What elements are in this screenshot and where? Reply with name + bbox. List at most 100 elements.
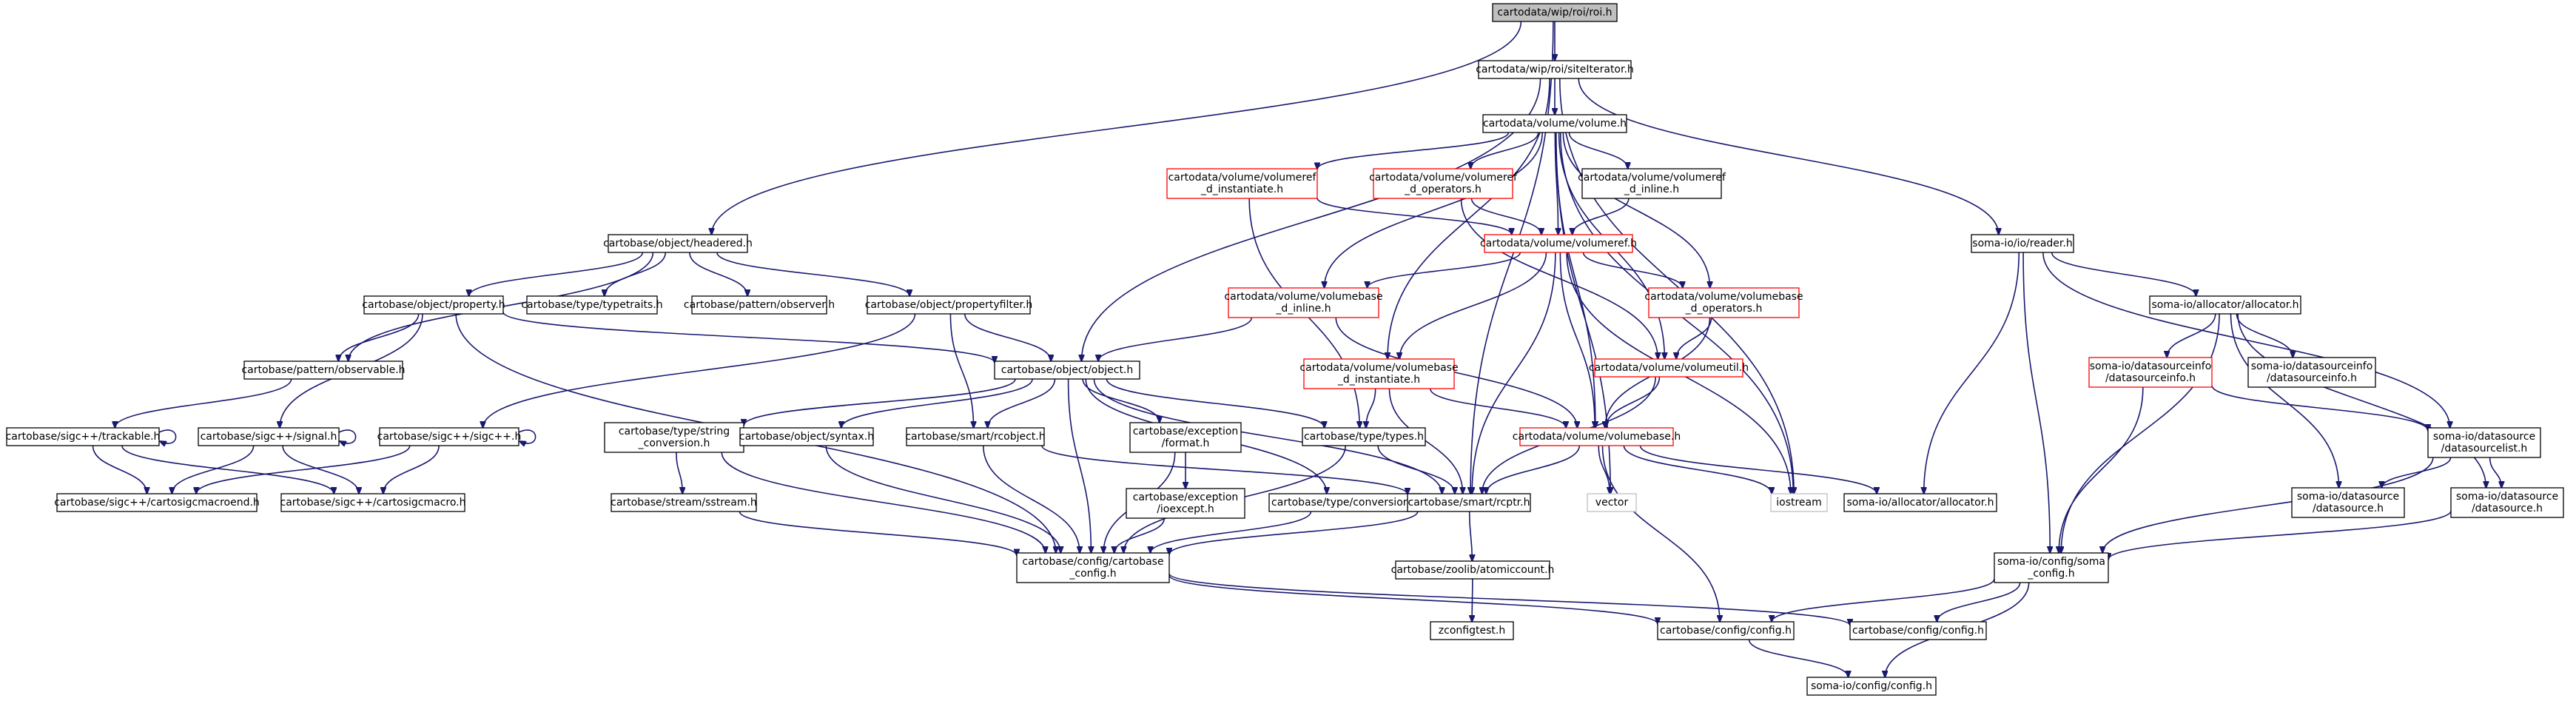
node-reader[interactable]: soma-io/io/reader.h: [1971, 234, 2074, 253]
node-box-zconfigtest[interactable]: [1430, 621, 1514, 640]
node-vref_inst[interactable]: cartodata/volume/volumeref_d_instantiate…: [1166, 168, 1318, 199]
node-vref_inline[interactable]: cartodata/volume/volumeref_d_inline.h: [1578, 168, 1726, 199]
node-box-object[interactable]: [994, 360, 1140, 380]
node-vbase_ops[interactable]: cartodata/volume/volumebase_d_operators.…: [1644, 287, 1803, 318]
node-box-observable[interactable]: [243, 360, 403, 380]
node-box-dslist[interactable]: [2427, 427, 2541, 458]
node-iostream[interactable]: iostream: [1770, 493, 1828, 512]
node-dslist[interactable]: soma-io/datasource/datasourcelist.h: [2427, 427, 2541, 458]
node-box-iostream[interactable]: [1770, 493, 1828, 512]
node-rcobject[interactable]: cartobase/smart/rcobject.h: [905, 427, 1046, 446]
node-object[interactable]: cartobase/object/object.h: [994, 360, 1140, 380]
node-box-syntax[interactable]: [739, 427, 874, 446]
node-excformat[interactable]: cartobase/exception/format.h: [1129, 422, 1242, 453]
node-box-roi[interactable]: [1492, 3, 1618, 22]
node-types[interactable]: cartobase/type/types.h: [1302, 427, 1426, 446]
node-vbase_inline[interactable]: cartodata/volume/volumebase_d_inline.h: [1224, 287, 1383, 318]
node-box-vector[interactable]: [1587, 493, 1637, 512]
node-box-vbase_inst[interactable]: [1303, 358, 1455, 389]
node-box-soma_cfg_soma[interactable]: [1994, 552, 2109, 583]
node-cb_config2[interactable]: cartobase/config/config.h: [1849, 621, 1987, 640]
node-box-observer[interactable]: [691, 295, 827, 315]
node-box-excformat[interactable]: [1129, 422, 1242, 453]
node-rcptr[interactable]: cartobase/smart/rcptr.h: [1407, 493, 1531, 512]
node-typetraits[interactable]: cartobase/type/typetraits.h: [521, 295, 663, 315]
node-box-vbase_ops[interactable]: [1648, 287, 1800, 318]
node-box-dsinfo[interactable]: [2247, 357, 2376, 388]
node-box-rcobject[interactable]: [906, 427, 1045, 446]
node-volumebase[interactable]: cartodata/volume/volumebase.h: [1513, 427, 1681, 446]
node-propertyfilter[interactable]: cartobase/object/propertyfilter.h: [865, 295, 1033, 315]
node-dsinfo[interactable]: soma-io/datasourceinfo/datasourceinfo.h: [2247, 357, 2376, 388]
node-box-sstream[interactable]: [611, 493, 757, 512]
node-box-alloc_h2[interactable]: [1843, 493, 1997, 512]
node-soma_config[interactable]: soma-io/config/config.h: [1806, 677, 1937, 696]
node-box-reader[interactable]: [1971, 234, 2074, 253]
node-alloc_h2[interactable]: soma-io/allocator/allocator.h: [1843, 493, 1997, 512]
node-observable[interactable]: cartobase/pattern/observable.h: [241, 360, 406, 380]
node-observer[interactable]: cartobase/pattern/observer.h: [684, 295, 835, 315]
node-box-propertyfilter[interactable]: [867, 295, 1031, 315]
node-volumeref[interactable]: cartodata/volume/volumeref.h: [1480, 234, 1637, 253]
node-box-headered[interactable]: [608, 234, 748, 253]
node-box-cb_config1[interactable]: [1657, 621, 1795, 640]
node-box-volumebase[interactable]: [1519, 427, 1674, 446]
node-siteiterator[interactable]: cartodata/wip/roi/siteIterator.h: [1476, 60, 1634, 79]
node-roi[interactable]: cartodata/wip/roi/roi.h: [1492, 3, 1618, 22]
node-trackable[interactable]: cartobase/sigc++/trackable.h: [6, 427, 161, 446]
node-vref_ops[interactable]: cartodata/volume/volumeref_d_operators.h: [1369, 168, 1518, 199]
node-box-macro[interactable]: [280, 493, 465, 512]
node-soma_cfg_soma[interactable]: soma-io/config/soma_config.h: [1994, 552, 2109, 583]
node-box-volume[interactable]: [1482, 114, 1627, 133]
node-box-vref_inline[interactable]: [1581, 168, 1722, 199]
node-box-cb_config2[interactable]: [1849, 621, 1987, 640]
node-box-conversion[interactable]: [1268, 493, 1422, 512]
node-box-cb_config_cb[interactable]: [1016, 552, 1170, 583]
node-box-types[interactable]: [1302, 427, 1426, 446]
node-box-typetraits[interactable]: [526, 295, 658, 315]
node-conversion[interactable]: cartobase/type/conversion.h: [1268, 493, 1422, 512]
node-box-vref_ops[interactable]: [1373, 168, 1513, 199]
node-box-ds2[interactable]: [2450, 487, 2564, 518]
node-headered[interactable]: cartobase/object/headered.h: [603, 234, 753, 253]
node-box-vbase_inline[interactable]: [1228, 287, 1379, 318]
node-macro[interactable]: cartobase/sigc++/cartosigcmacro.h: [280, 493, 466, 512]
node-sigcpp[interactable]: cartobase/sigc++/sigc++.h: [377, 427, 522, 446]
node-box-ioexcept[interactable]: [1126, 488, 1245, 519]
node-box-ds1[interactable]: [2291, 487, 2405, 518]
node-volume[interactable]: cartodata/volume/volume.h: [1482, 114, 1627, 133]
node-vbase_inst[interactable]: cartodata/volume/volumebase_d_instantiat…: [1299, 358, 1459, 389]
node-vector[interactable]: vector: [1587, 493, 1637, 512]
node-box-siteiterator[interactable]: [1478, 60, 1632, 79]
node-cb_config_cb[interactable]: cartobase/config/cartobase_config.h: [1016, 552, 1170, 583]
node-box-soma_config[interactable]: [1806, 677, 1937, 696]
node-syntax[interactable]: cartobase/object/syntax.h: [739, 427, 874, 446]
node-dsinfo_red[interactable]: soma-io/datasourceinfo/datasourceinfo.h: [2088, 357, 2213, 388]
node-box-property[interactable]: [363, 295, 504, 315]
node-zconfigtest[interactable]: zconfigtest.h: [1430, 621, 1514, 640]
node-box-rcptr[interactable]: [1407, 493, 1531, 512]
node-allocator[interactable]: soma-io/allocator/allocator.h: [2149, 295, 2301, 315]
node-volumeutil[interactable]: cartodata/volume/volumeutil.h: [1589, 358, 1749, 378]
node-box-volumeutil[interactable]: [1594, 358, 1743, 378]
node-box-dsinfo_red[interactable]: [2088, 357, 2213, 388]
node-box-sigcpp[interactable]: [379, 427, 519, 446]
node-ds2[interactable]: soma-io/datasource/datasource.h: [2450, 487, 2564, 518]
node-box-macroend[interactable]: [56, 493, 258, 512]
node-sstream[interactable]: cartobase/stream/sstream.h: [611, 493, 757, 512]
node-box-vref_inst[interactable]: [1166, 168, 1318, 199]
node-signal[interactable]: cartobase/sigc++/signal.h: [198, 427, 340, 446]
node-strconv[interactable]: cartobase/type/string_conversion.h: [604, 422, 744, 453]
node-property[interactable]: cartobase/object/property.h: [362, 295, 505, 315]
node-box-trackable[interactable]: [6, 427, 160, 446]
node-box-atomiccount[interactable]: [1395, 560, 1550, 580]
node-atomiccount[interactable]: cartobase/zoolib/atomiccount.h: [1391, 560, 1555, 580]
node-ds1[interactable]: soma-io/datasource/datasource.h: [2291, 487, 2405, 518]
node-box-volumeref[interactable]: [1484, 234, 1633, 253]
node-cb_config1[interactable]: cartobase/config/config.h: [1657, 621, 1795, 640]
node-box-allocator[interactable]: [2149, 295, 2301, 315]
node-box-signal[interactable]: [198, 427, 340, 446]
node-ioexcept[interactable]: cartobase/exception/ioexcept.h: [1126, 488, 1245, 519]
node-box-strconv[interactable]: [604, 422, 744, 453]
node-macroend[interactable]: cartobase/sigc++/cartosigcmacroend.h: [54, 493, 260, 512]
